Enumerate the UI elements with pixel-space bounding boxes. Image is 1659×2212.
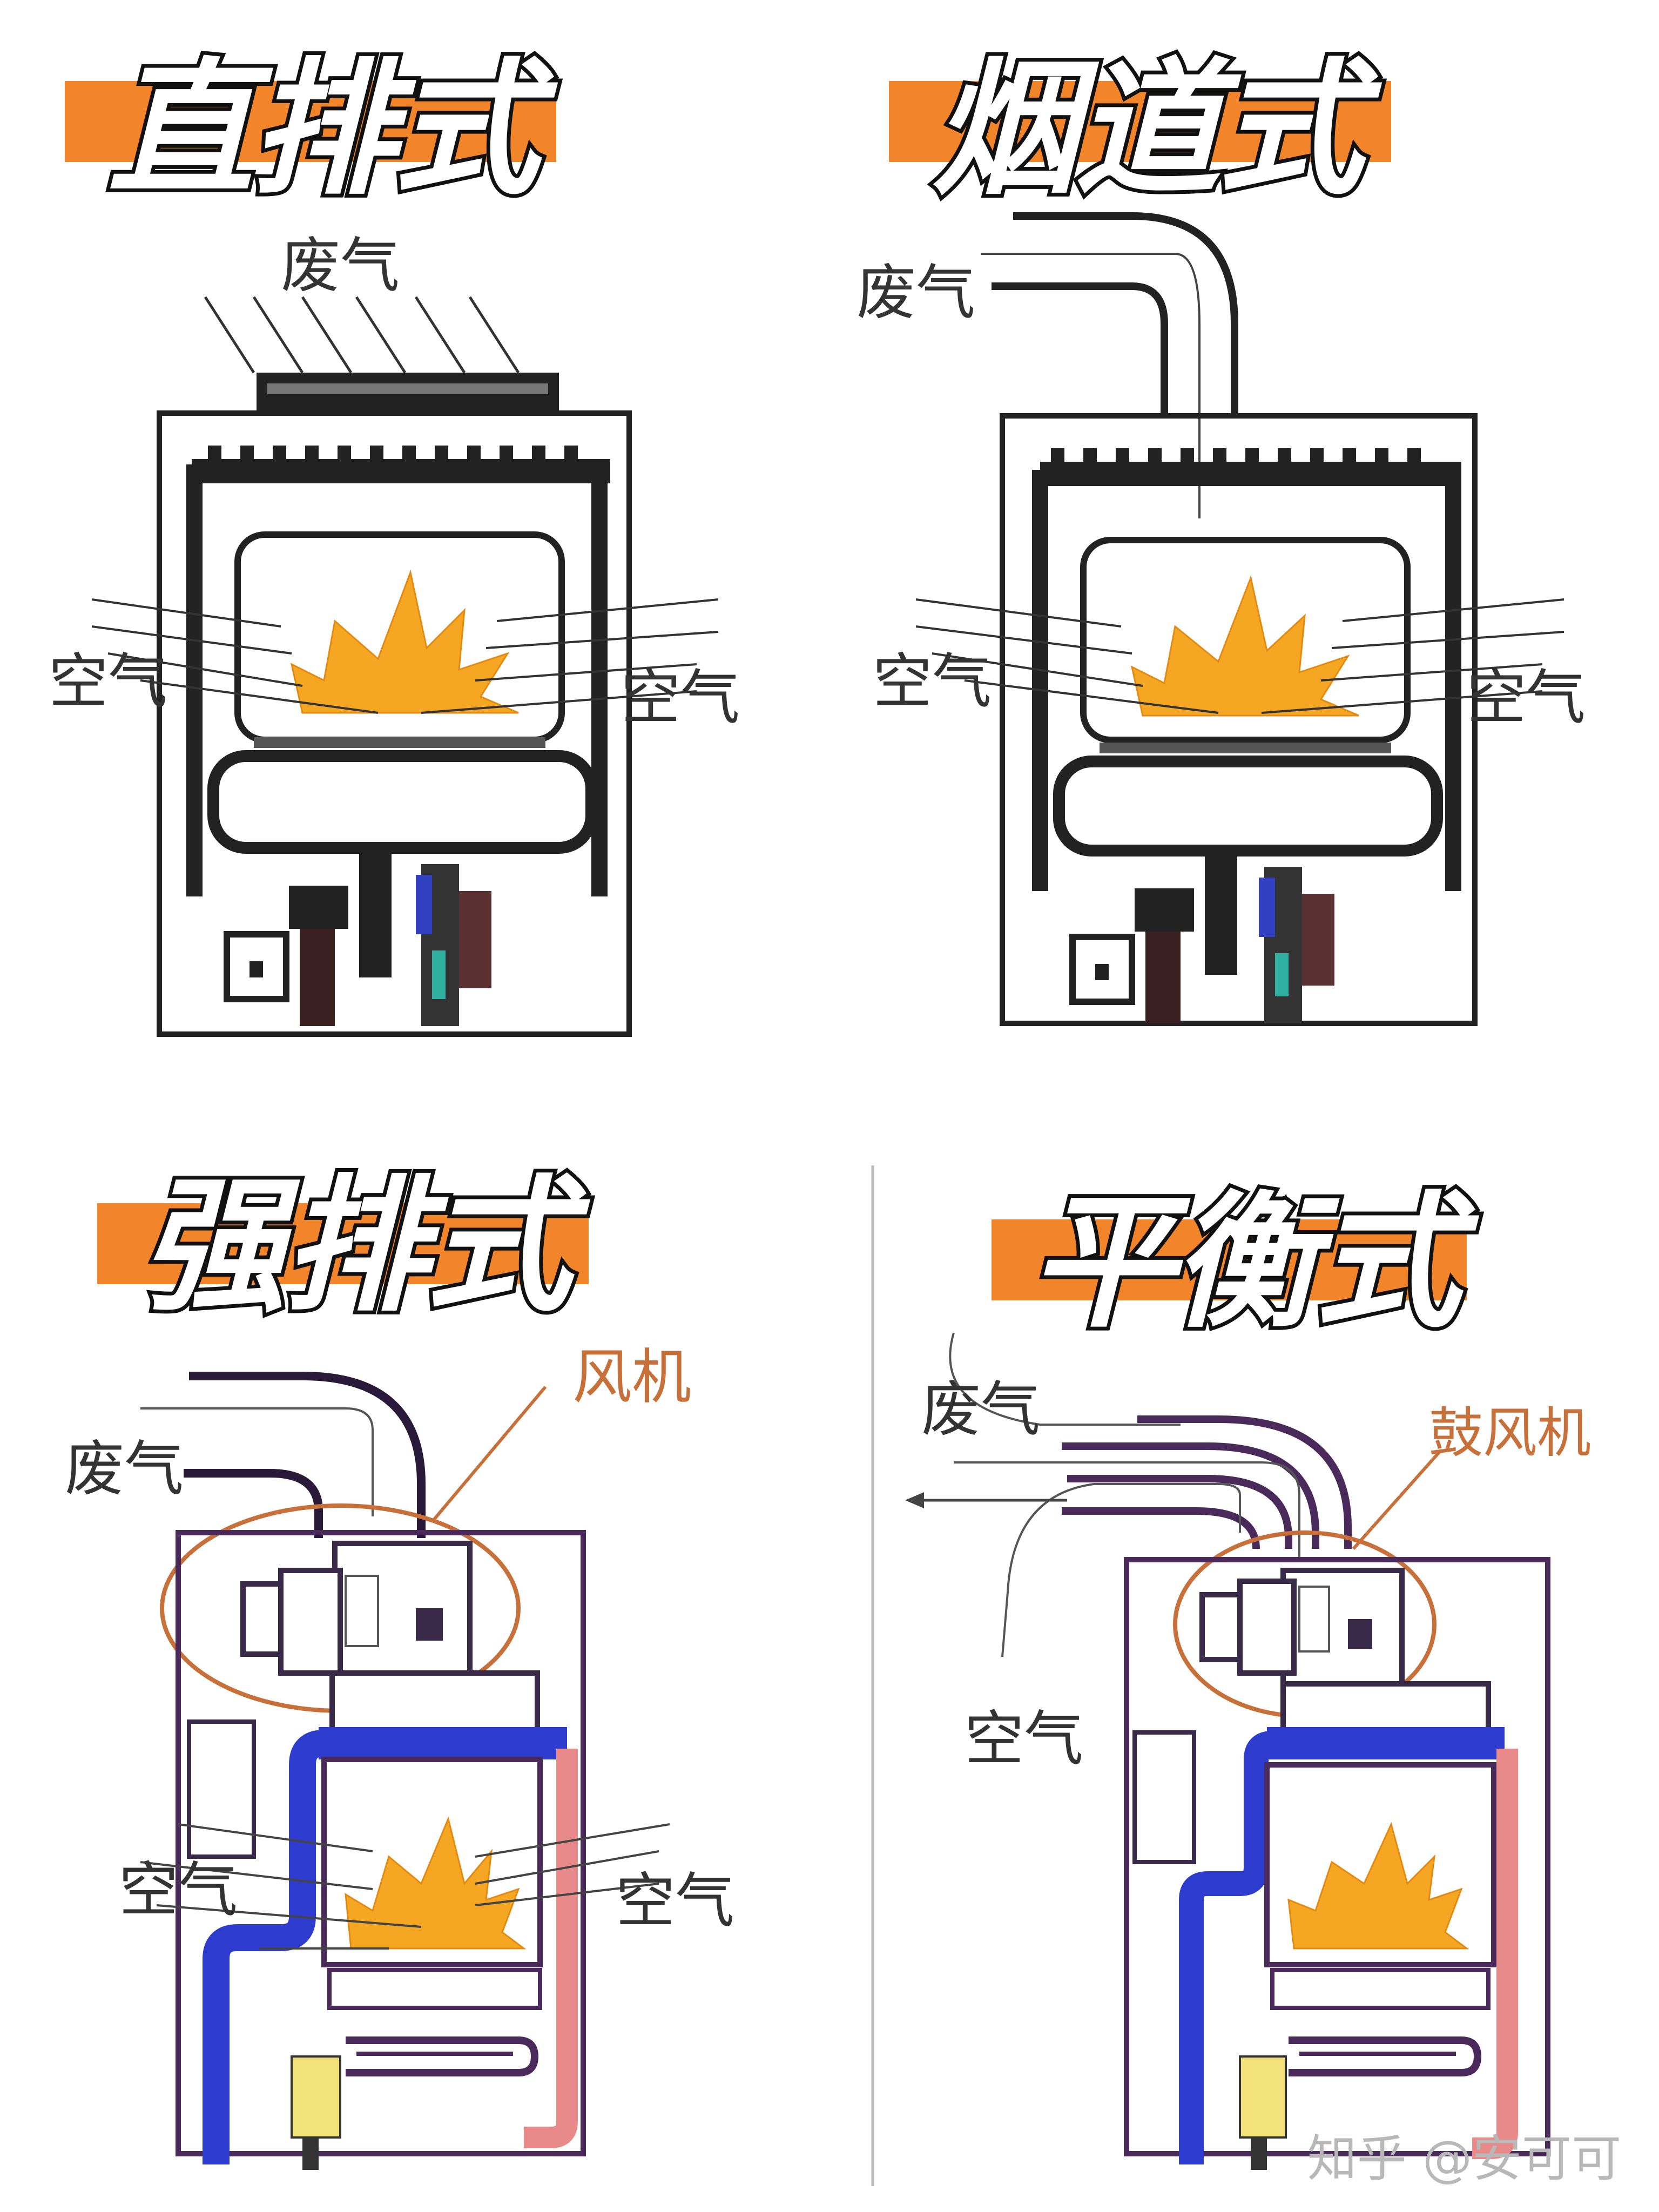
burner [207, 750, 597, 854]
cold-water-pipe [1179, 1731, 1505, 2164]
title-text: 烟道式 [928, 41, 1367, 218]
blower-label: 鼓风机 [1429, 1401, 1591, 1465]
title-text: 平衡式 [1026, 1174, 1464, 1351]
exhaust-label: 废气 [921, 1375, 1040, 1444]
cold-water-pipe [203, 1730, 567, 2164]
exhaust-label: 废气 [281, 231, 400, 300]
heat-exchanger-fins [208, 446, 578, 467]
air-left-label: 空气 [873, 647, 992, 716]
air-label: 空气 [965, 1704, 1083, 1773]
panel-forced: 强排式 [0, 1106, 830, 2212]
fan-label: 风机 [572, 1343, 691, 1412]
exhaust-arrows [204, 296, 520, 374]
forced-heater-diagram: 废气 风机 空气 空气 [65, 1343, 734, 2170]
outer-casing [157, 410, 632, 1037]
outer-casing [1124, 1557, 1550, 2156]
air-right-label: 空气 [621, 663, 740, 732]
control-module [1132, 1730, 1196, 1864]
air-arrows [91, 598, 719, 714]
control-module [187, 1719, 256, 1859]
hot-water-pipe [1472, 1749, 1518, 2159]
air-right-label: 空气 [616, 1866, 734, 1936]
title-text: 直排式 [104, 41, 543, 218]
title-highlight [65, 81, 556, 162]
gas-valve [291, 2055, 341, 2139]
watermark: 知乎 @安可可 [1307, 2130, 1621, 2188]
panel-flue: 烟道式 [830, 0, 1659, 1106]
outer-casing [1000, 413, 1478, 1026]
flame [345, 1816, 527, 1950]
flue-heater-diagram: 废气 空气 空气 [857, 212, 1586, 1026]
gas-valve [1239, 2055, 1287, 2139]
title-highlight [889, 81, 1391, 162]
direct-heater-diagram: 废气 空气 空气 [49, 231, 740, 1037]
balanced-heater-diagram: 废气 鼓风机 空气 [871, 1165, 1591, 2186]
flame [290, 569, 519, 714]
air-left-label: 空气 [49, 647, 167, 716]
title-highlight [97, 1203, 589, 1284]
flame [1287, 1822, 1469, 1950]
exhaust-label: 废气 [65, 1434, 184, 1503]
air-arrows [140, 1823, 670, 1950]
hot-water-pipe [524, 1749, 578, 2148]
air-arrows [915, 598, 1564, 714]
panel-direct: 直排式 [0, 0, 830, 1106]
outer-casing [176, 1530, 586, 2156]
control-box [224, 931, 289, 1002]
heat-exchanger-fins [1051, 448, 1421, 470]
combustion-chamber [1080, 537, 1411, 743]
panel-balanced: 平衡式 [830, 1106, 1659, 2212]
exhaust-label: 废气 [857, 258, 975, 327]
title-highlight [992, 1219, 1467, 1300]
burner [1053, 756, 1443, 857]
flame [1130, 575, 1359, 717]
flue-pipe [1013, 212, 1238, 416]
exhaust-pipe [189, 1372, 426, 1538]
air-left-label: 空气 [119, 1856, 238, 1925]
title-text: 强排式 [137, 1157, 575, 1335]
control-box [1069, 934, 1135, 1005]
air-right-label: 空气 [1467, 663, 1586, 732]
